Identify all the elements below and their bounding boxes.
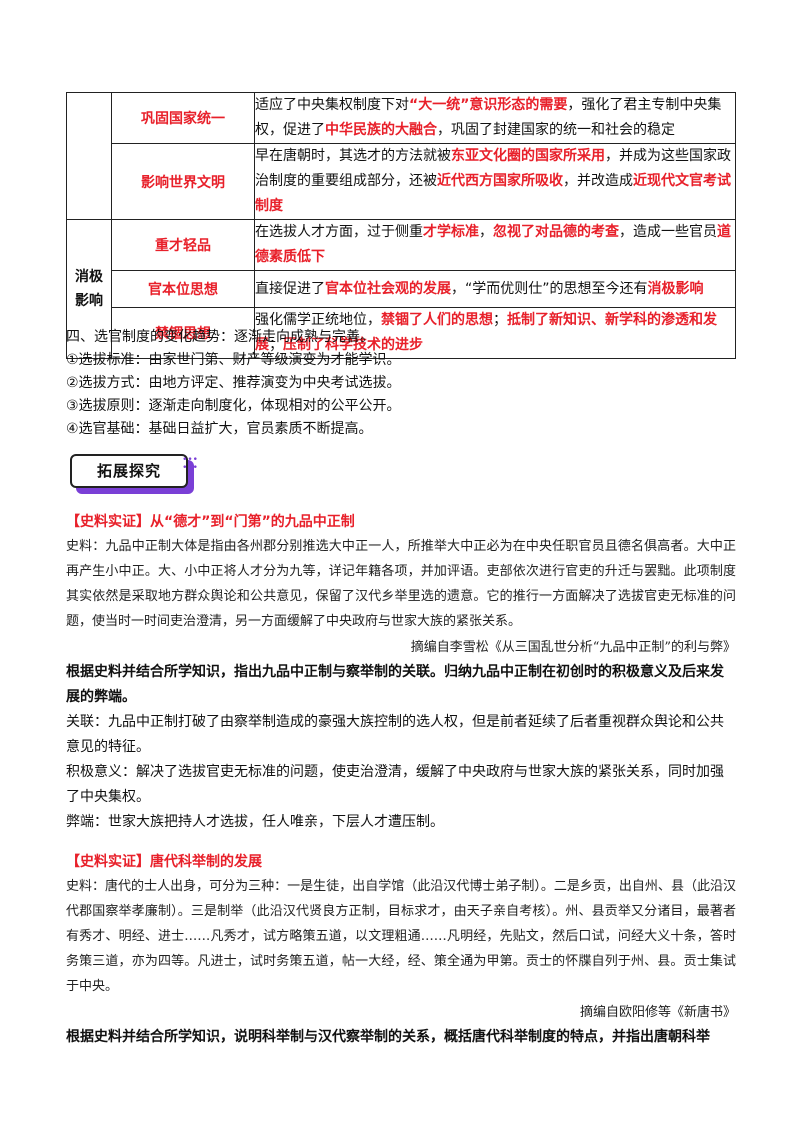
body-text: 在选拔人才方面，过于侧重 — [255, 224, 423, 240]
question-text: 根据史料并结合所学知识，指出九品中正制与察举制的关联。归纳九品中正制在初创时的积… — [66, 664, 724, 705]
row-description: 直接促进了官本位社会观的发展，“学而优则仕”的思想至今还有消极影响 — [254, 270, 736, 308]
list-item: ④选官基础：基础日益扩大，官员素质不断提高。 — [66, 421, 373, 437]
section-title: 【史料实证】从“德才”到“门第”的九品中正制 — [66, 510, 736, 534]
highlight-text: 禁锢了人们的思想 — [381, 312, 493, 328]
question-text: 根据史料并结合所学知识，说明科举制与汉代察举制的关系，概括唐代科举制度的特点，并… — [66, 1029, 710, 1045]
section-heading: 从“德才”到“门第”的九品中正制 — [150, 514, 355, 530]
answer-text: 弊端：世家大族把持人才选拔，任人唯亲，下层人才遭压制。 — [66, 814, 444, 830]
section-tang-exam: 【史料实证】唐代科举制的发展 史料：唐代的士人出身，可分为三种：一是生徒，出自学… — [66, 850, 736, 1050]
section-nine-rank: 【史料实证】从“德才”到“门第”的九品中正制 史料：九品中正制大体是指由各州郡分… — [66, 510, 736, 835]
row-description: 适应了中央集权制度下对“大一统”意识形态的需要，强化了君主专制中央集权，促进了中… — [254, 92, 736, 144]
table-row: 消极影响 重才轻品 在选拔人才方面，过于侧重才学标准，忽视了对品德的考查，造成一… — [66, 219, 736, 359]
list-item: ②选拔方式：由地方评定、推荐演变为中央考试选拔。 — [66, 375, 401, 391]
badge-label: 拓展探究 — [70, 454, 188, 488]
list-item: ③选拔原则：逐渐走向制度化，体现相对的公平公开。 — [66, 398, 401, 414]
body-text: ，造成一些官员 — [619, 224, 717, 240]
category-cell-positive — [66, 92, 112, 220]
body-text: 直接促进了 — [255, 280, 325, 297]
highlight-text: 消极影响 — [647, 280, 704, 297]
highlight-text: “大一统”意识形态的需要 — [409, 97, 568, 113]
table-row: 禁锢思想 强化儒学正统地位，禁锢了人们的思想；抵制了新知识、新学科的渗透和发展；… — [67, 307, 736, 359]
table-row: 巩固国家统一 适应了中央集权制度下对“大一统”意识形态的需要，强化了君主专制中央… — [66, 92, 736, 220]
citation: 摘编自欧阳修等《新唐书》 — [579, 1005, 736, 1020]
source-text: 史料：九品中正制大体是指由各州郡分别推选大中正一人，所推举大中正必为在中央任职官… — [66, 539, 736, 629]
row-description: 在选拔人才方面，过于侧重才学标准，忽视了对品德的考查，造成一些官员道德素质低下 — [254, 219, 736, 271]
dots-icon: •••••• — [182, 455, 198, 473]
body-text: 适应了中央集权制度下对 — [255, 97, 409, 113]
row-description: 早在唐朝时，其选才的方法就被东亚文化圈的国家所采用，并成为这些国家政治制度的重要… — [254, 143, 736, 220]
highlight-text: 东亚文化圈的国家所采用 — [451, 148, 605, 164]
section-title: 【史料实证】唐代科举制的发展 — [66, 850, 736, 874]
row-label: 重才轻品 — [111, 219, 255, 271]
highlight-text: 抵制了新知识、新学科的渗透和发展 — [255, 312, 717, 353]
row-label: 影响世界文明 — [111, 143, 255, 220]
row-label: 官本位思想 — [111, 270, 255, 308]
answer-text: 积极意义：解决了选拔官吏无标准的问题，使吏治澄清，缓解了中央政府与世家大族的紧张… — [66, 764, 724, 805]
body-text: ； — [269, 337, 283, 353]
impact-table: 巩固国家统一 适应了中央集权制度下对“大一统”意识形态的需要，强化了君主专制中央… — [66, 92, 736, 359]
category-cell-negative: 消极影响 — [66, 219, 112, 359]
row-label: 巩固国家统一 — [111, 92, 255, 144]
highlight-text: 道德素质低下 — [255, 224, 731, 265]
highlight-text: 才学标准 — [423, 224, 479, 240]
source-text: 史料：唐代的士人出身，可分为三种：一是生徒，出自学馆（此沿汉代博士弟子制）。二是… — [66, 879, 736, 994]
body-text: ，并改造成 — [563, 173, 633, 189]
body-text: 早在唐朝时，其选才的方法就被 — [255, 148, 451, 164]
body-text: ， — [479, 224, 493, 240]
row-label: 禁锢思想 — [111, 307, 255, 359]
table-row: 影响世界文明 早在唐朝时，其选才的方法就被东亚文化圈的国家所采用，并成为这些国家… — [67, 143, 736, 220]
highlight-text: 中华民族的大融合 — [325, 122, 437, 138]
body-text: 强化儒学正统地位， — [255, 312, 381, 328]
section-tag: 【史料实证】 — [66, 514, 150, 530]
trend-heading: 四、选官制度的变化趋势：逐渐走向成熟与完善。 — [66, 329, 374, 345]
highlight-text: 忽视了对品德的考查 — [493, 224, 619, 240]
highlight-text: 官本位社会观的发展 — [325, 280, 451, 297]
highlight-text: 压制了科学技术的进步 — [283, 337, 423, 353]
table-row: 官本位思想 直接促进了官本位社会观的发展，“学而优则仕”的思想至今还有消极影响 — [67, 270, 736, 308]
trend-list: 四、选官制度的变化趋势：逐渐走向成熟与完善。 ①选拔标准：由家世门第、财产等级演… — [66, 326, 746, 441]
section-tag: 【史料实证】 — [66, 854, 150, 870]
body-text: ，“学而优则仕”的思想至今还有 — [451, 280, 648, 297]
body-text: ，并成为这些国家政治制度的重要组成部分，还被 — [255, 148, 731, 189]
section-heading: 唐代科举制的发展 — [150, 854, 262, 870]
citation: 摘编自李雪松《从三国乱世分析“九品中正制”的利与弊》 — [410, 640, 736, 655]
body-text: ； — [493, 312, 507, 328]
highlight-text: 近代西方国家所吸收 — [437, 173, 563, 189]
list-item: ①选拔标准：由家世门第、财产等级演变为才能学识。 — [66, 352, 401, 368]
row-description: 强化儒学正统地位，禁锢了人们的思想；抵制了新知识、新学科的渗透和发展；压制了科学… — [254, 307, 736, 359]
body-text: ，强化了君主专制中央集权，促进了 — [255, 97, 722, 138]
highlight-text: 近现代文官考试制度 — [255, 173, 731, 214]
category-label: 消极影响 — [75, 269, 103, 309]
answer-text: 关联：九品中正制打破了由察举制造成的豪强大族控制的选人权，但是前者延续了后者重视… — [66, 714, 724, 755]
section-badge: 拓展探究 •••••• — [70, 454, 198, 496]
body-text: ，巩固了封建国家的统一和社会的稳定 — [437, 122, 675, 138]
